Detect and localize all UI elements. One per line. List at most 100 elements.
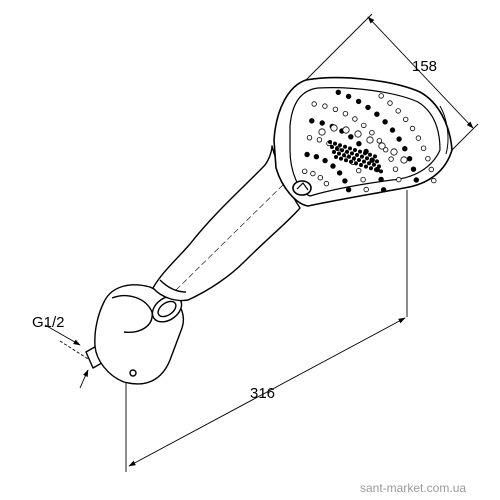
spray-nozzle xyxy=(342,110,349,117)
massage-jet xyxy=(373,167,378,172)
spray-nozzle xyxy=(317,174,323,181)
spray-nozzle xyxy=(382,119,388,125)
massage-jet xyxy=(334,146,339,151)
spray-nozzle xyxy=(306,134,313,141)
spray-nozzle xyxy=(395,108,401,114)
spray-nozzle xyxy=(388,156,394,162)
watermark: sant-market.com.ua xyxy=(360,481,466,495)
spray-nozzle xyxy=(389,127,396,133)
bracket-screw-hole xyxy=(129,369,137,377)
spray-nozzle xyxy=(415,135,422,141)
massage-jet xyxy=(357,149,362,154)
massage-jet xyxy=(368,166,373,171)
massage-jet xyxy=(337,143,342,148)
massage-jet xyxy=(351,156,356,161)
extension-line-width-left xyxy=(303,13,373,83)
dimension-width-label: 158 xyxy=(412,58,437,75)
dimension-thread-label: G1/2 xyxy=(32,314,65,331)
spray-nozzle xyxy=(330,163,336,169)
spray-nozzle xyxy=(310,170,316,177)
dimension-length xyxy=(125,190,408,472)
spray-nozzle xyxy=(361,122,367,129)
massage-jet xyxy=(338,156,343,161)
massage-jet xyxy=(361,159,366,164)
massage-jet xyxy=(372,154,377,159)
massage-jet xyxy=(331,149,336,154)
spray-nozzle xyxy=(342,178,348,184)
massage-jet xyxy=(327,139,332,144)
spray-nozzle xyxy=(374,111,380,117)
spray-nozzle xyxy=(380,187,387,193)
dimension-length-label: 316 xyxy=(250,385,275,402)
spray-nozzle xyxy=(335,89,341,95)
massage-jet xyxy=(367,152,372,157)
massage-jet xyxy=(339,148,344,153)
spray-nozzle xyxy=(403,116,409,123)
shower-head-face xyxy=(289,87,441,197)
shower-head xyxy=(273,76,453,207)
spray-nozzle xyxy=(319,120,325,126)
spray-nozzle xyxy=(360,176,366,183)
spray-nozzle xyxy=(428,166,434,173)
rain-opening xyxy=(318,128,326,136)
massage-jet xyxy=(371,162,376,167)
massage-jet xyxy=(378,169,383,174)
rain-opening xyxy=(400,156,408,164)
spray-nozzle xyxy=(406,155,413,162)
massage-jet xyxy=(341,153,346,158)
spray-nozzle xyxy=(396,176,402,183)
spray-nozzle xyxy=(413,177,419,183)
bracket-socket-inner xyxy=(157,300,177,318)
spray-nozzle xyxy=(376,138,382,144)
dimension-line-width xyxy=(367,16,474,129)
spray-nozzle xyxy=(311,101,317,107)
massage-jet xyxy=(356,157,361,162)
massage-jet xyxy=(336,151,341,156)
massage-jet xyxy=(376,164,381,169)
massage-jet xyxy=(348,159,353,164)
massage-jet xyxy=(344,149,349,154)
spray-nozzle xyxy=(392,166,399,172)
rain-opening xyxy=(378,142,386,150)
massage-jet xyxy=(354,152,359,157)
spray-nozzle xyxy=(356,140,362,147)
massage-jet xyxy=(329,144,334,149)
thread-leader-upper xyxy=(44,324,81,346)
mode-selector xyxy=(292,180,312,196)
spray-nozzle xyxy=(369,129,375,136)
spray-nozzle xyxy=(420,145,427,151)
spray-nozzle xyxy=(352,116,358,122)
massage-jet xyxy=(349,151,354,156)
spray-nozzle xyxy=(323,180,330,187)
spray-nozzle xyxy=(402,145,408,152)
spray-nozzle xyxy=(304,151,310,158)
rain-opening xyxy=(342,126,350,134)
mode-selector-arrow-icon xyxy=(296,182,309,191)
spray-nozzle xyxy=(363,186,369,193)
wall-bracket xyxy=(85,284,185,385)
nozzle-field xyxy=(302,89,437,193)
mode-selector-button xyxy=(292,180,312,196)
massage-jet xyxy=(363,164,368,169)
spray-nozzle xyxy=(322,157,328,164)
spray-nozzle xyxy=(302,168,308,174)
massage-jet xyxy=(342,144,347,149)
massage-jet xyxy=(343,158,348,163)
massage-jet xyxy=(353,161,358,166)
massage-jet xyxy=(359,154,364,159)
rain-opening xyxy=(330,124,338,132)
massage-jet xyxy=(352,147,357,152)
rain-opening xyxy=(366,136,374,144)
dimension-line-length xyxy=(128,317,406,467)
massage-jet xyxy=(362,151,367,156)
massage-jet xyxy=(358,162,363,167)
spray-nozzle xyxy=(316,137,323,143)
massage-jet xyxy=(347,146,352,151)
spray-nozzle xyxy=(345,186,352,193)
thread-leader-lower xyxy=(79,369,89,389)
rain-opening xyxy=(354,130,362,138)
massage-jet xyxy=(364,156,369,161)
massage-jet xyxy=(332,141,337,146)
massage-jet xyxy=(366,161,371,166)
